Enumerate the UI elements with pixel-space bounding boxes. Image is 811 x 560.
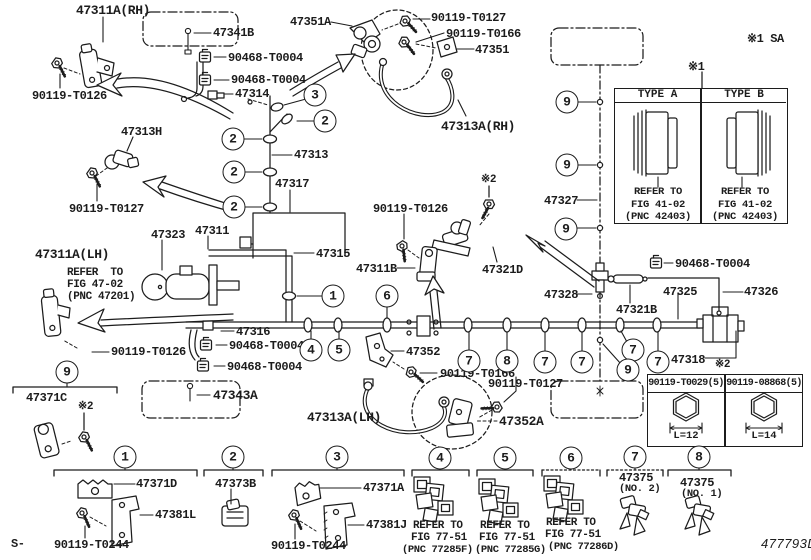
group-span-brackets bbox=[12, 386, 732, 477]
master-cylinder bbox=[141, 264, 240, 306]
valve-47313h bbox=[104, 149, 140, 170]
dashed-leader-lines bbox=[61, 23, 498, 532]
refer-line: FIG 41-02 bbox=[717, 198, 772, 211]
refer-line: (PNC 42403) bbox=[711, 211, 778, 223]
nut-hexagons bbox=[672, 392, 778, 422]
valve-47311a-lh bbox=[40, 288, 71, 337]
hub-47351a bbox=[349, 9, 458, 91]
bottom-row-parts bbox=[77, 479, 356, 550]
nut-b-dimension: L=14 bbox=[749, 430, 779, 442]
type-b-refer: REFER TO FIG 41-02 (PNC 42403) bbox=[702, 186, 788, 224]
type-b-header: TYPE B bbox=[702, 89, 786, 103]
bracket-47311b bbox=[416, 246, 438, 282]
brake-hose-lh bbox=[362, 374, 493, 450]
type-comparison-table: TYPE A TYPE B REFER TO FIG 41-02 (PNC 42… bbox=[614, 88, 788, 224]
brake-tube-lines bbox=[180, 61, 745, 361]
nut-size-table: 90119-T0029(5) 90119-08868(5) L=12 L=14 bbox=[647, 374, 803, 447]
type-a-refer: REFER TO FIG 41-02 (PNC 42403) bbox=[615, 186, 701, 224]
brake-hose-rh bbox=[378, 57, 455, 118]
leader-lines bbox=[59, 16, 783, 540]
reference-spine-line bbox=[83, 64, 703, 431]
refer-line: REFER TO bbox=[633, 186, 682, 198]
bracket-47352a bbox=[446, 398, 474, 438]
sensor-47321d bbox=[431, 219, 472, 257]
bracket-47352 bbox=[365, 332, 394, 368]
connector-glyphs bbox=[413, 475, 715, 536]
nut-a-header: 90119-T0029(5) bbox=[648, 375, 724, 393]
type-table-divider bbox=[700, 89, 702, 223]
type-a-header: TYPE A bbox=[615, 89, 700, 103]
dashed-outline-boxes bbox=[141, 11, 644, 419]
nut-b-header: 90119-08868(5) bbox=[726, 375, 802, 393]
valve-47371c bbox=[33, 422, 60, 459]
refer-line: REFER TO bbox=[720, 186, 769, 198]
refer-line: (PNC 42403) bbox=[624, 211, 691, 223]
nut-table-divider bbox=[724, 375, 726, 446]
valve-47311a-rh bbox=[79, 43, 115, 89]
nut-a-dimension: L=12 bbox=[671, 430, 701, 442]
refer-line: FIG 41-02 bbox=[630, 198, 685, 211]
